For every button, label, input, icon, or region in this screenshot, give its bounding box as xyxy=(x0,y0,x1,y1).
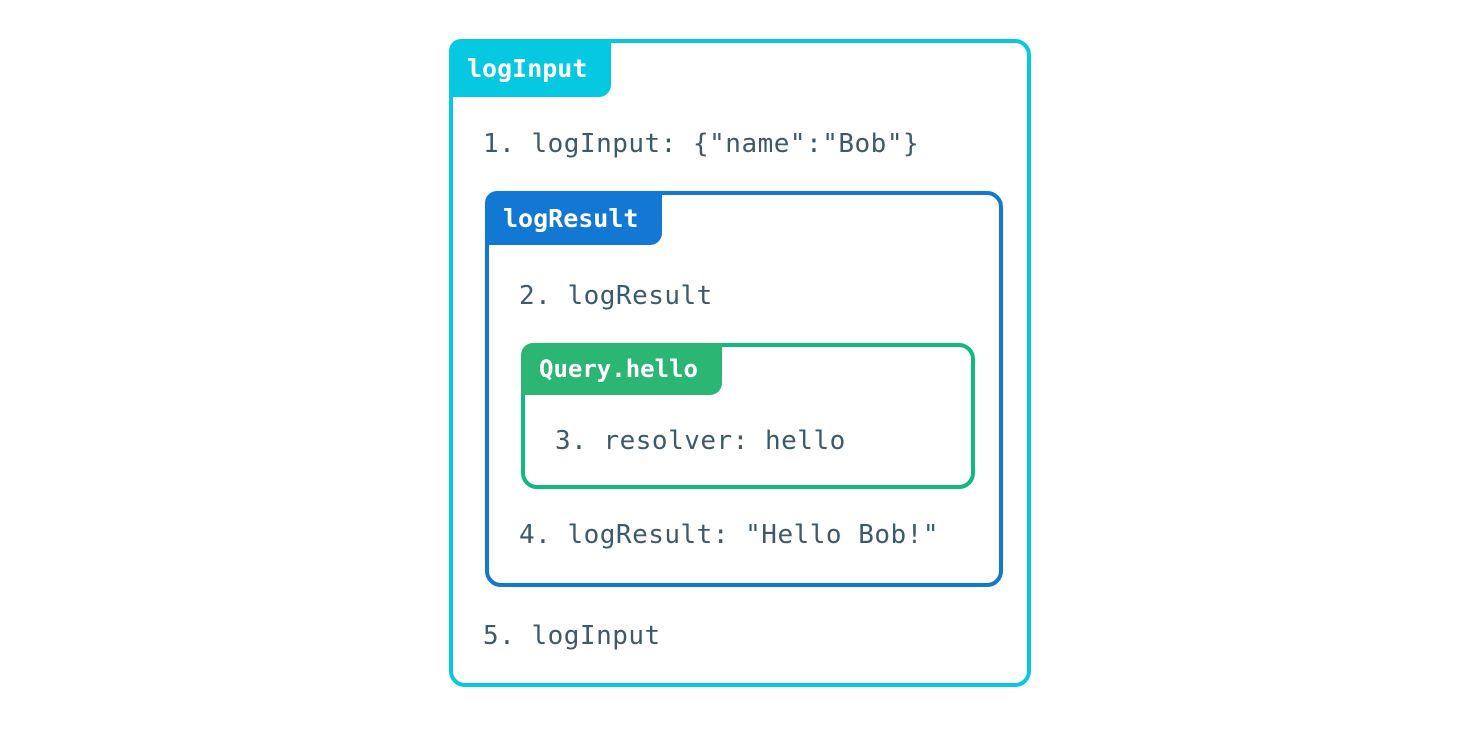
logresult-frame: logResult 2. logResult Query.hello 3. re… xyxy=(485,191,1003,587)
log-line-3: 3. resolver: hello xyxy=(555,426,846,456)
log-line-2: 2. logResult xyxy=(519,281,713,311)
queryhello-frame-label: Query.hello xyxy=(521,343,722,395)
queryhello-frame: Query.hello 3. resolver: hello xyxy=(521,343,975,489)
log-line-1: 1. logInput: {"name":"Bob"} xyxy=(483,129,920,159)
loginput-frame-label: logInput xyxy=(449,39,612,97)
log-line-4: 4. logResult: "Hello Bob!" xyxy=(519,520,939,550)
loginput-frame: logInput 1. logInput: {"name":"Bob"} log… xyxy=(449,39,1031,687)
logresult-frame-label: logResult xyxy=(485,191,663,245)
log-line-5: 5. logInput xyxy=(483,621,661,651)
